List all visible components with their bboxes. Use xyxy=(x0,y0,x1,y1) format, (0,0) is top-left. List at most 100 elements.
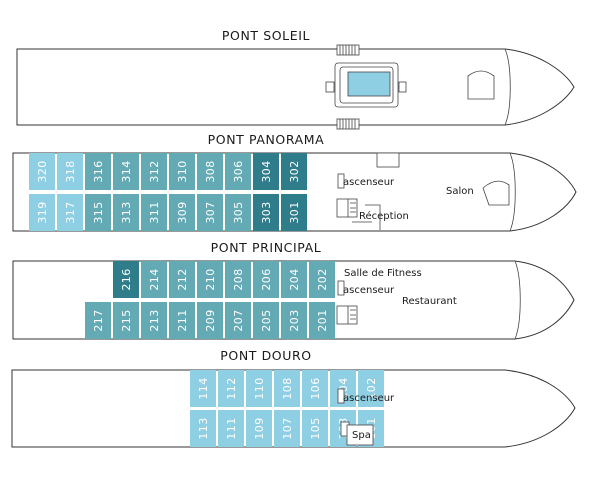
cabin-108[interactable] xyxy=(274,370,300,407)
cabin-109[interactable] xyxy=(246,410,272,447)
cabin-309[interactable] xyxy=(169,194,195,231)
cabin-310[interactable] xyxy=(169,153,195,190)
cabin-number-label: 214 xyxy=(148,268,161,290)
cabin-320[interactable] xyxy=(29,153,55,190)
label-elevator: ascenseur xyxy=(343,285,395,296)
cabin-207[interactable] xyxy=(225,302,251,339)
bow-line-soleil xyxy=(504,48,511,126)
reception-desk xyxy=(352,204,381,230)
cabin-105[interactable] xyxy=(302,410,328,447)
cabin-208[interactable] xyxy=(225,261,251,298)
cabin-307[interactable] xyxy=(197,194,223,231)
cabin-305[interactable] xyxy=(225,194,251,231)
deck-title-douro: PONT DOURO xyxy=(220,348,311,363)
cabin-113[interactable] xyxy=(190,410,216,447)
deck-title-principal: PONT PRINCIPAL xyxy=(211,240,322,255)
cabin-number-label: 307 xyxy=(204,201,217,223)
cabin-number-label: 202 xyxy=(316,268,329,290)
cabin-213[interactable] xyxy=(141,302,167,339)
cabin-number-label: 106 xyxy=(309,377,322,399)
cabin-number-label: 108 xyxy=(281,377,294,399)
hull-soleil xyxy=(16,48,575,126)
cabin-306[interactable] xyxy=(225,153,251,190)
cabin-number-label: 317 xyxy=(64,201,77,223)
cabin-216[interactable] xyxy=(113,261,139,298)
bow-line-principal xyxy=(514,260,521,340)
cabin-number-label: 213 xyxy=(148,309,161,331)
cabin-number-label: 201 xyxy=(316,309,329,331)
cabin-211[interactable] xyxy=(169,302,195,339)
spa-box xyxy=(346,424,374,446)
cabin-311[interactable] xyxy=(141,194,167,231)
cabin-number-label: 215 xyxy=(120,309,133,331)
cabin-304[interactable] xyxy=(253,153,279,190)
structure-box xyxy=(376,152,400,168)
cabin-315[interactable] xyxy=(85,194,111,231)
cabin-number-label: 216 xyxy=(120,268,133,290)
cabin-number-label: 305 xyxy=(232,201,245,223)
cabin-209[interactable] xyxy=(197,302,223,339)
cabin-107[interactable] xyxy=(274,410,300,447)
cabin-318[interactable] xyxy=(57,153,83,190)
cabin-302[interactable] xyxy=(281,153,307,190)
cabin-312[interactable] xyxy=(141,153,167,190)
cabin-number-label: 316 xyxy=(92,160,105,182)
cabin-210[interactable] xyxy=(197,261,223,298)
cabin-number-label: 207 xyxy=(232,309,245,331)
cabin-number-label: 208 xyxy=(232,268,245,290)
label-salon: Salon xyxy=(446,186,474,197)
cabin-214[interactable] xyxy=(141,261,167,298)
cabin-206[interactable] xyxy=(253,261,279,298)
cabin-111[interactable] xyxy=(218,410,244,447)
cabin-313[interactable] xyxy=(113,194,139,231)
cabin-number-label: 111 xyxy=(225,417,238,439)
cabin-303[interactable] xyxy=(253,194,279,231)
cabin-202[interactable] xyxy=(309,261,335,298)
cabin-301[interactable] xyxy=(281,194,307,231)
cabin-314[interactable] xyxy=(113,153,139,190)
cabin-number-label: 109 xyxy=(253,417,266,439)
deck-title-panorama: PONT PANORAMA xyxy=(208,132,325,147)
cabin-number-label: 311 xyxy=(148,201,161,223)
cabin-number-label: 308 xyxy=(204,160,217,182)
cabin-number-label: 313 xyxy=(120,201,133,223)
cabin-203[interactable] xyxy=(281,302,307,339)
deck-soleil: PONT SOLEIL xyxy=(16,28,575,130)
cabin-205[interactable] xyxy=(253,302,279,339)
label-elevator: ascenseur xyxy=(343,393,395,404)
cabin-217[interactable] xyxy=(85,302,111,339)
cabin-102[interactable] xyxy=(358,370,384,407)
cabin-316[interactable] xyxy=(85,153,111,190)
cabin-106[interactable] xyxy=(302,370,328,407)
cabin-319[interactable] xyxy=(29,194,55,231)
deck-title-soleil: PONT SOLEIL xyxy=(222,28,310,43)
cabin-number-label: 102 xyxy=(365,377,378,399)
cabin-110[interactable] xyxy=(246,370,272,407)
cabin-204[interactable] xyxy=(281,261,307,298)
cabin-number-label: 110 xyxy=(253,377,266,399)
pool-icon xyxy=(325,62,407,108)
bow-line-panorama xyxy=(509,152,516,232)
cabin-114[interactable] xyxy=(190,370,216,407)
cabin-112[interactable] xyxy=(218,370,244,407)
cabin-317[interactable] xyxy=(57,194,83,231)
elevator-icon xyxy=(336,280,358,325)
cabin-number-label: 310 xyxy=(176,160,189,182)
cabin-number-label: 114 xyxy=(197,377,210,399)
label-reception: Réception xyxy=(359,210,409,222)
cabin-308[interactable] xyxy=(197,153,223,190)
cabin-number-label: 211 xyxy=(176,309,189,331)
cabin-215[interactable] xyxy=(113,302,139,339)
cabin-number-label: 303 xyxy=(260,201,273,223)
cabin-212[interactable] xyxy=(169,261,195,298)
cabin-number-label: 209 xyxy=(204,309,217,331)
stairs-icon xyxy=(336,118,360,130)
cabin-201[interactable] xyxy=(309,302,335,339)
